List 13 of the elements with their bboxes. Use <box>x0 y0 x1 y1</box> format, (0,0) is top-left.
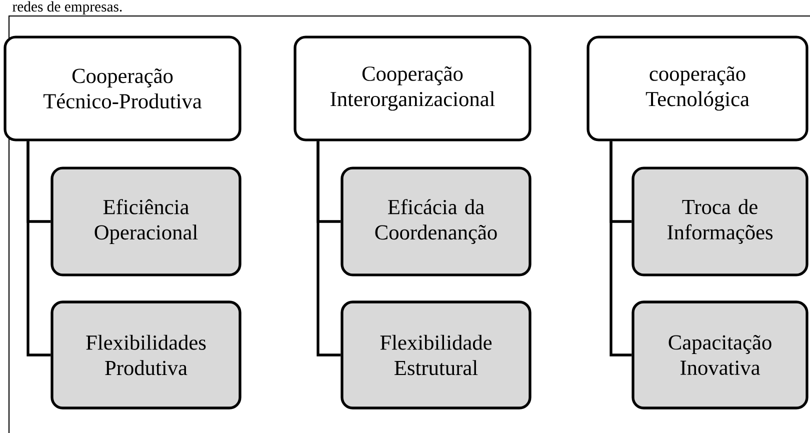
category-box: cooperação Tecnológica <box>586 36 808 142</box>
item-box: Capacitação Inovativa <box>632 300 808 410</box>
item-box: Eficiência Operacional <box>50 166 242 276</box>
connector-line <box>26 141 51 356</box>
item-box: Flexibilidades Produtiva <box>50 300 242 410</box>
category-box: Cooperação Interorganizacional <box>294 36 532 142</box>
category-box: Cooperação Técnico-Produtiva <box>4 36 242 142</box>
item-box: Flexibilidade Estrutural <box>340 300 532 410</box>
caption-text: redes de empresas. <box>12 1 122 15</box>
item-box: Troca de Informações <box>632 166 808 276</box>
connector-line <box>610 141 632 356</box>
item-box: Eficácia da Coordenanção <box>340 166 532 276</box>
connector-line <box>316 141 341 356</box>
